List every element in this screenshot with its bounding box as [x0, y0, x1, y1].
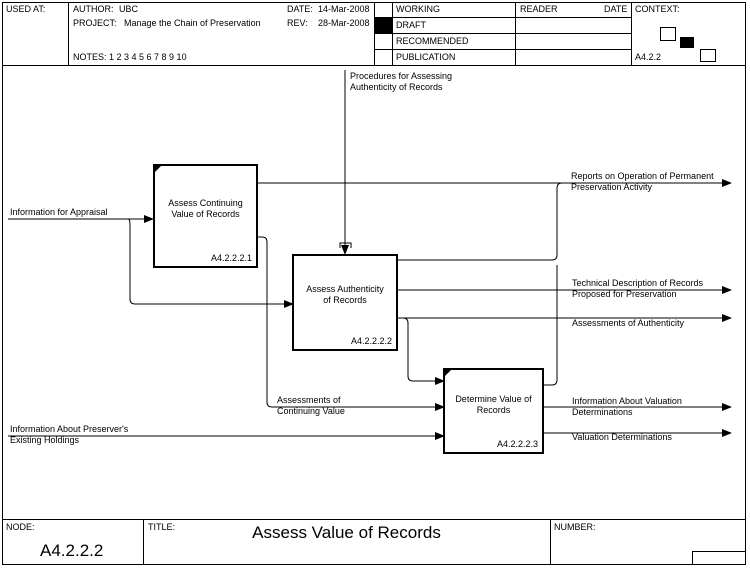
header-row-line [374, 17, 631, 18]
arrow-reports-join-a2 [397, 182, 563, 261]
label-assess-auth: Assessments of Authenticity [572, 318, 685, 328]
date-label: DATE: [287, 4, 313, 14]
context-box-parent [660, 27, 676, 41]
label-info-appraisal: Information for Appraisal [10, 207, 108, 217]
arrow-assess-auth-to-a3 [402, 317, 445, 385]
project-value: Manage the Chain of Preservation [124, 18, 261, 28]
status-recommended: RECOMMENDED [396, 36, 469, 46]
activity-box-title: Assess Authenticity of Records [306, 284, 384, 305]
arrow-reports-join-a3 [543, 265, 558, 386]
arrow-info-appraisal-branch [127, 218, 294, 308]
arrow-assess-continuing [257, 236, 445, 411]
activity-box-assess-continuing[interactable]: Assess Continuing Value of Records A4.2.… [153, 164, 258, 268]
activity-box-title: Assess Continuing Value of Records [168, 198, 243, 219]
page-title: Assess Value of Records [252, 523, 441, 542]
title-label: TITLE: [148, 522, 176, 532]
label-valuation: Valuation Determinations [572, 432, 672, 442]
label-assess-continuing: Assessments of Continuing Value [277, 395, 345, 416]
author-label: AUTHOR: [73, 4, 114, 14]
label-info-holdings: Information About Preserver's Existing H… [10, 424, 129, 445]
activity-box-number: A4.2.2.2.1 [210, 253, 252, 263]
used-at-label: USED AT: [6, 4, 46, 14]
header-bottom-border [2, 65, 746, 66]
node-value: A4.2.2.2 [40, 541, 104, 560]
box-corner-mark [445, 370, 451, 376]
author-value: UBC [119, 4, 139, 14]
draft-status-marker [375, 18, 392, 33]
status-draft: DRAFT [396, 20, 426, 30]
label-procedures: Procedures for Assessing Authenticity of… [350, 71, 453, 92]
project-label: PROJECT: [73, 18, 117, 28]
context-label: CONTEXT: [635, 4, 680, 14]
box-corner-mark [155, 166, 161, 172]
footer-page-box [692, 551, 746, 565]
footer-divider [143, 519, 144, 565]
footer-top-border [2, 519, 746, 520]
date-value: 14-Mar-2008 [318, 4, 370, 14]
context-box-current [680, 37, 694, 48]
rev-value: 28-Mar-2008 [318, 18, 370, 28]
activity-box-determine-value[interactable]: Determine Value of Records A4.2.2.2.3 [443, 368, 544, 454]
label-info-valuation: Information About Valuation Determinatio… [572, 396, 682, 417]
reader-date-label: DATE [604, 4, 628, 14]
reader-label: READER [520, 4, 558, 14]
activity-box-title: Determine Value of Records [455, 394, 532, 415]
number-label: NUMBER: [554, 522, 596, 532]
label-reports: Reports on Operation of Permanent Preser… [571, 171, 714, 192]
context-node: A4.2.2 [635, 52, 662, 62]
header-divider [68, 2, 69, 65]
node-label: NODE: [6, 522, 35, 532]
header-divider [631, 2, 632, 65]
tunnel-bracket [339, 242, 352, 248]
label-tech-desc: Technical Description of Records Propose… [572, 278, 704, 299]
header-row-line [374, 49, 631, 50]
header-row-line [374, 33, 631, 34]
activity-box-number: A4.2.2.2.3 [496, 439, 538, 449]
status-working: WORKING [396, 4, 440, 14]
context-box-sibling [700, 49, 716, 62]
rev-label: REV: [287, 18, 308, 28]
notes-label: NOTES: 1 2 3 4 5 6 7 8 9 10 [73, 52, 187, 62]
activity-box-assess-authenticity[interactable]: Assess Authenticity of Records A4.2.2.2.… [292, 254, 398, 351]
activity-box-number: A4.2.2.2.2 [350, 336, 392, 346]
footer-divider [550, 519, 551, 565]
status-publication: PUBLICATION [396, 52, 456, 62]
